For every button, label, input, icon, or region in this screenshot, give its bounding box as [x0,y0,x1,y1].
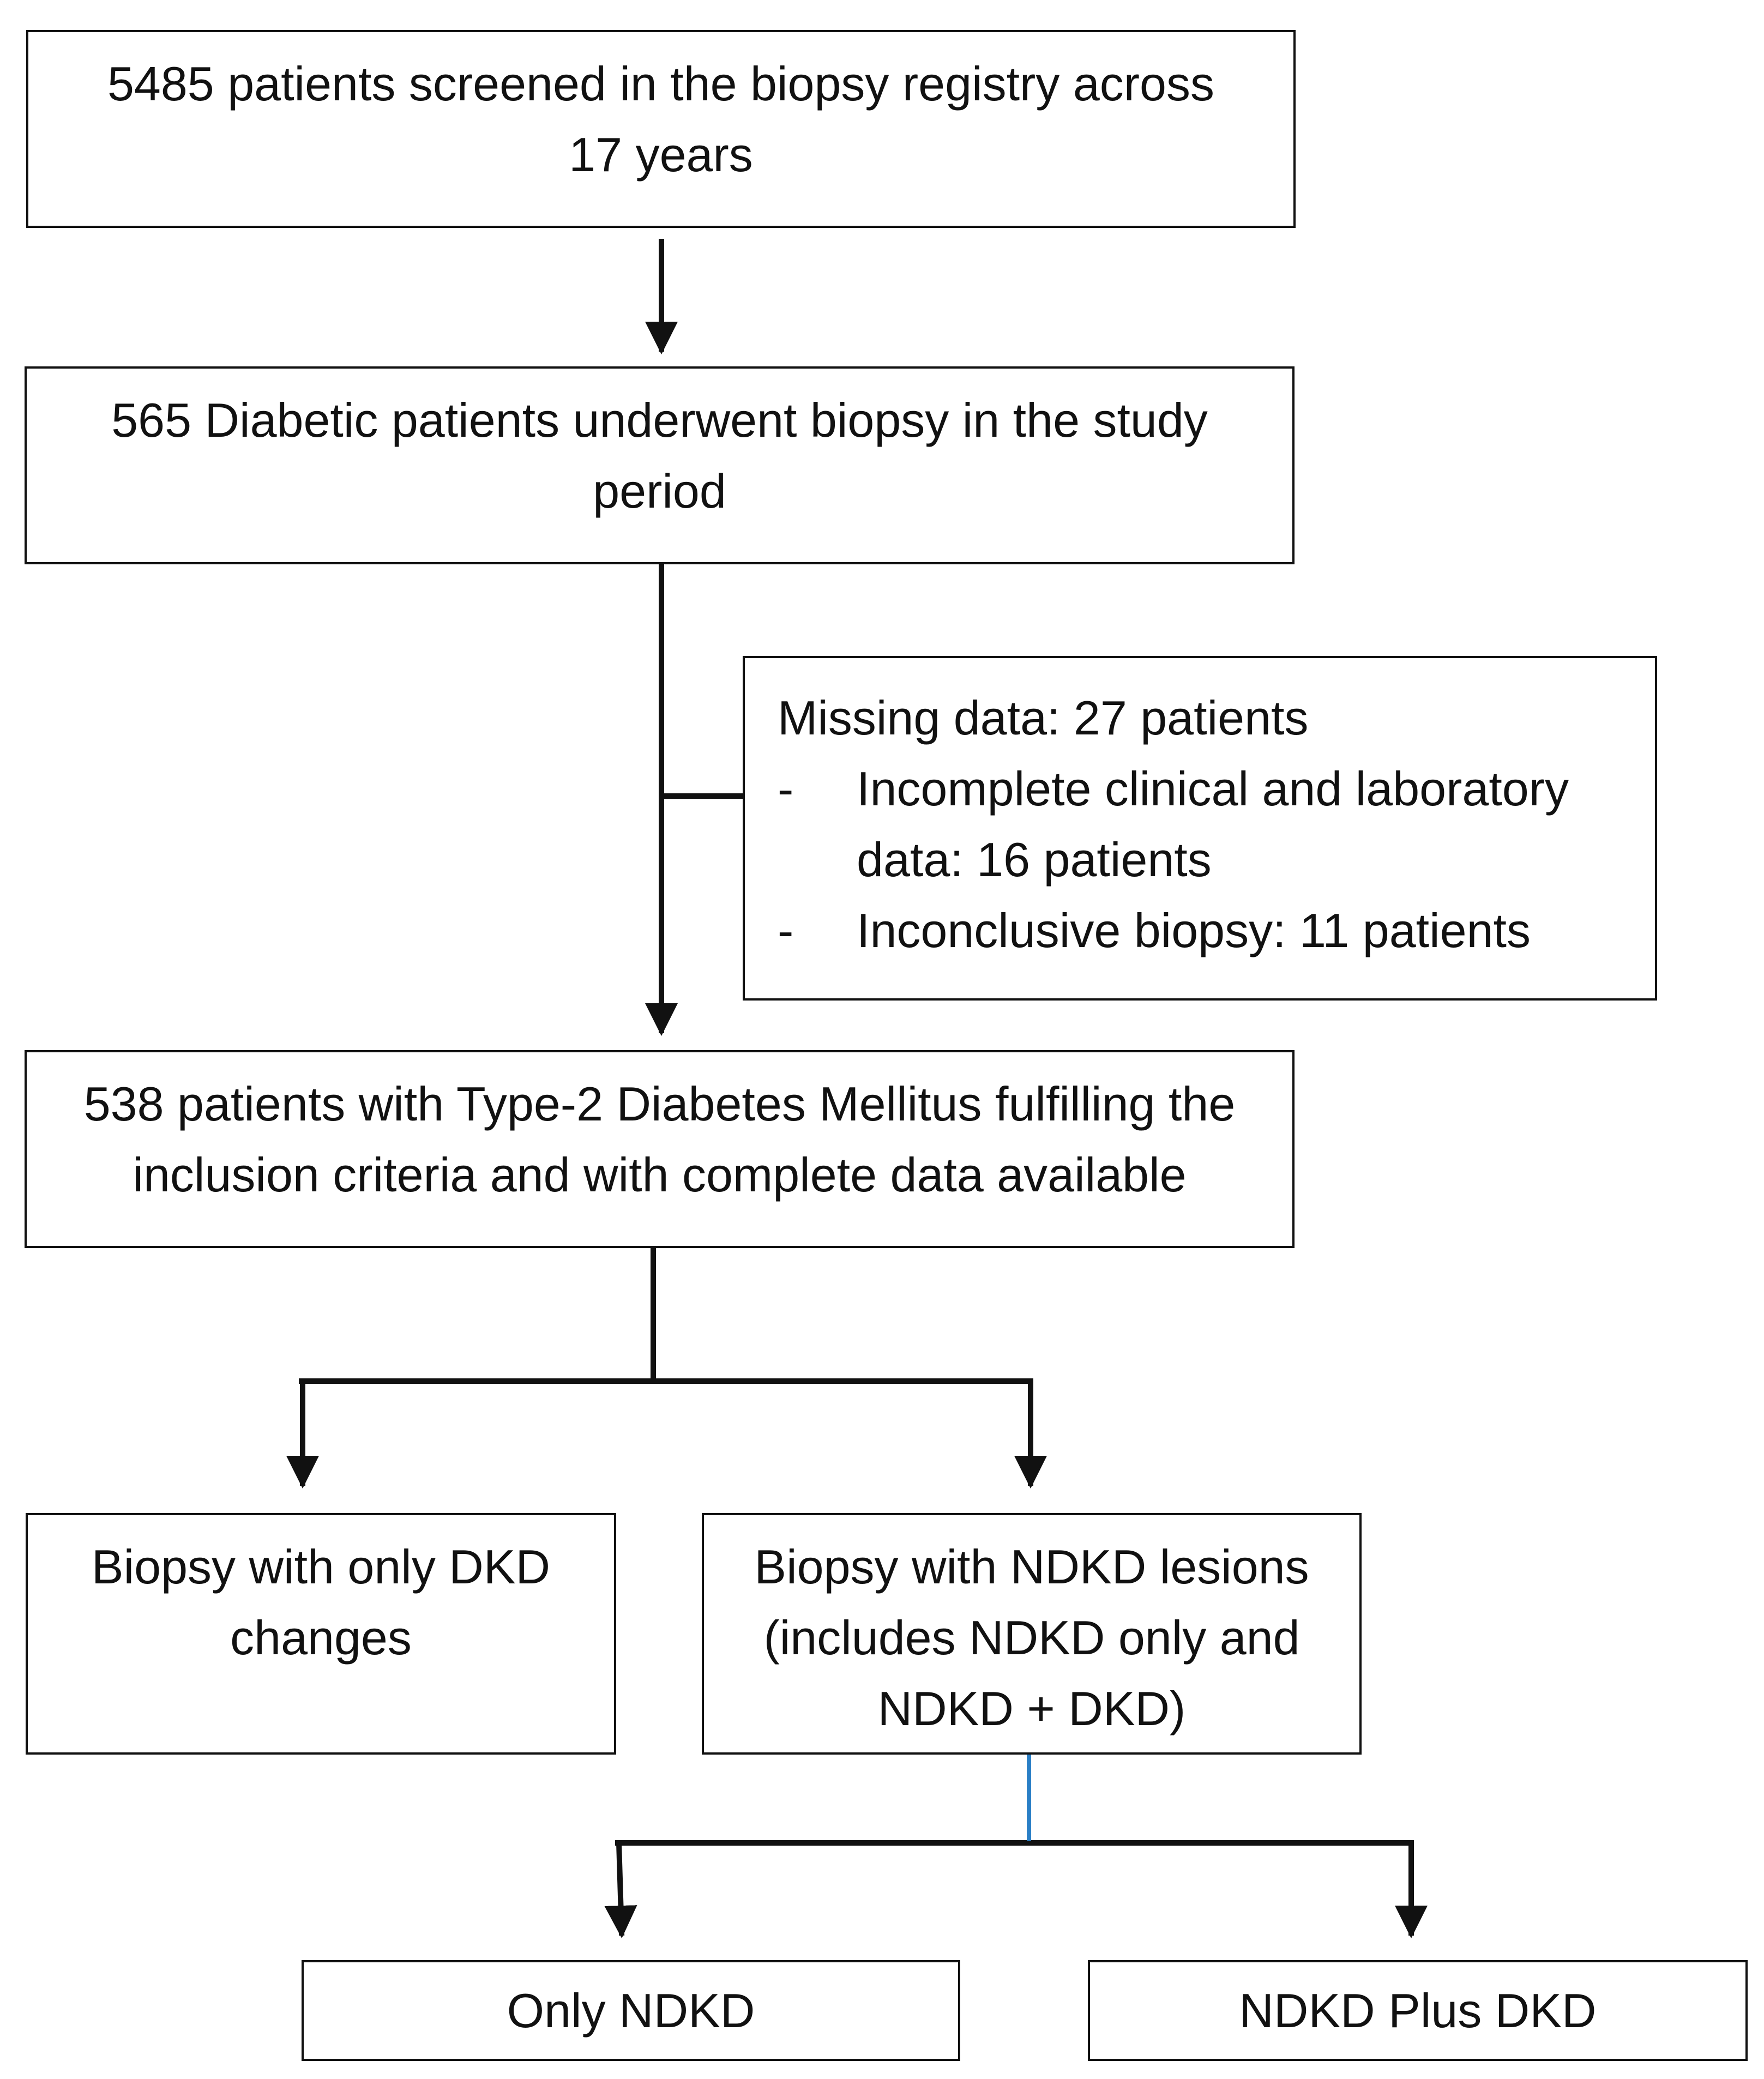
exclusion-item-2-line-1: Inconclusive biopsy: 11 patients [857,903,1531,957]
included-text-line-2: inclusion criteria and with complete dat… [133,1148,1187,1202]
exclusion-item-incomplete-data: - Incomplete clinical and laboratory dat… [778,754,1655,895]
exclusion-item-1-line-2: data: 16 patients [857,833,1212,887]
screened-box: 5485 patients screened in the biopsy reg… [26,30,1296,228]
ndkd-lesions-text-line-3: NDKD + DKD) [877,1682,1186,1735]
screened-text-line-1: 5485 patients screened in the biopsy reg… [107,57,1214,111]
diabetic-biopsy-text-line-1: 565 Diabetic patients underwent biopsy i… [111,393,1208,447]
exclusion-item-1-line-1: Incomplete clinical and laboratory [857,762,1569,816]
exclusions-heading: Missing data: 27 patients [778,691,1309,745]
diabetic-biopsy-box: 565 Diabetic patients underwent biopsy i… [25,366,1295,564]
dkd-only-text-line-2: changes [230,1611,412,1665]
ndkd-lesions-text-line-1: Biopsy with NDKD lesions [754,1540,1309,1594]
arrow-to-only-ndkd [604,1840,637,1938]
ndkd-plus-dkd-box: NDKD Plus DKD [1088,1960,1748,2061]
exclusion-item-inconclusive-biopsy: - Inconclusive biopsy: 11 patients [778,895,1655,966]
included-text-line-1: 538 patients with Type-2 Diabetes Mellit… [83,1077,1236,1131]
ndkd-lesions-text-line-2: (includes NDKD only and [763,1611,1300,1665]
screened-text-line-2: 17 years [569,128,753,182]
ndkd-lesions-box: Biopsy with NDKD lesions (includes NDKD … [702,1513,1362,1755]
only-ndkd-text: Only NDKD [507,1984,755,2038]
dkd-only-text-line-1: Biopsy with only DKD [91,1540,551,1594]
bullet-dash: - [778,762,794,816]
dkd-only-box: Biopsy with only DKD changes [26,1513,616,1755]
included-patients-box: 538 patients with Type-2 Diabetes Mellit… [25,1050,1295,1248]
diabetic-biopsy-text-line-2: period [593,464,726,518]
exclusions-box: Missing data: 27 patients - Incomplete c… [743,656,1657,1001]
ndkd-plus-dkd-text: NDKD Plus DKD [1239,1984,1597,2038]
bullet-dash: - [778,903,794,957]
only-ndkd-box: Only NDKD [302,1960,960,2061]
